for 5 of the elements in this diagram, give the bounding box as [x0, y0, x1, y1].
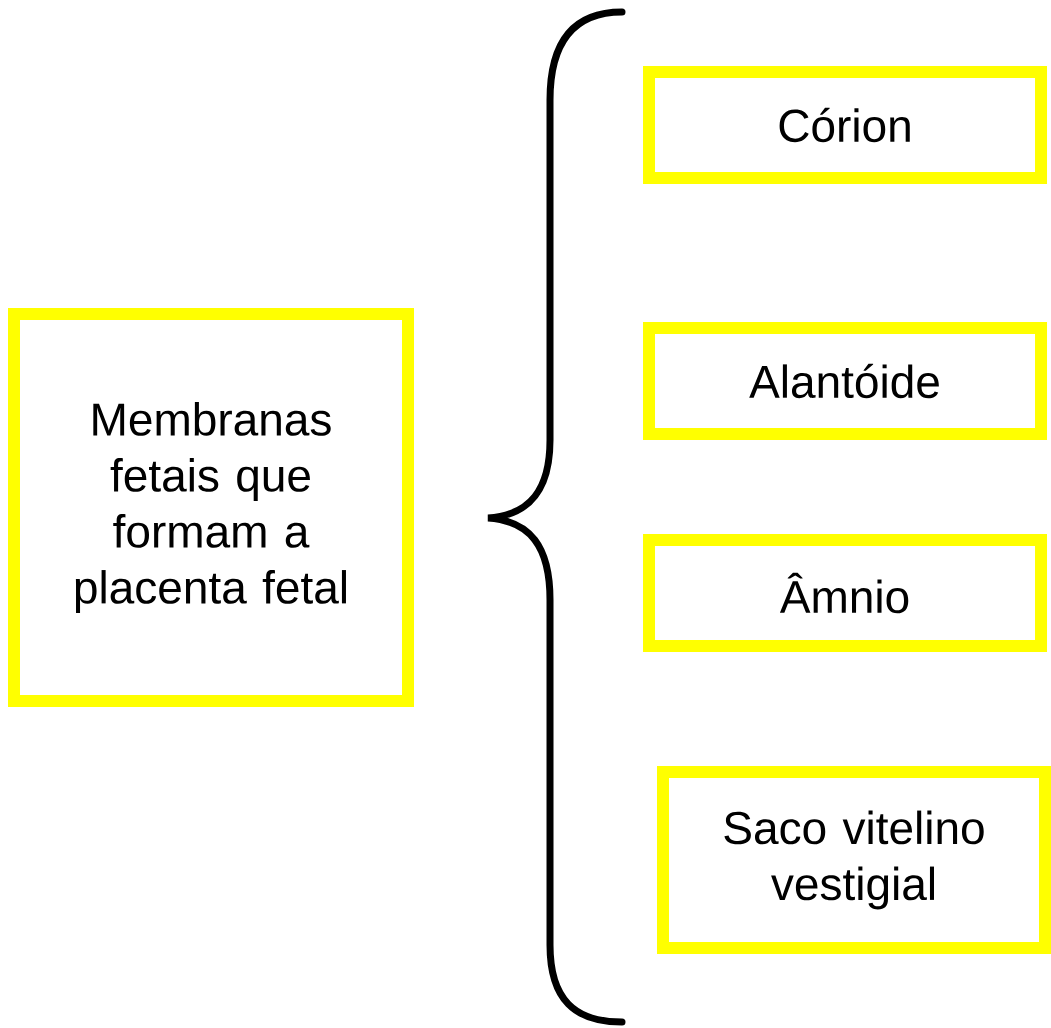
label-box: Âmnio: [643, 534, 1047, 652]
label-box: Membranas fetais que formam a placenta fetal: [8, 308, 414, 707]
label-box: Alantóide: [643, 322, 1047, 440]
label-box: Saco vitelino vestigial: [657, 766, 1051, 954]
label-box: Córion: [643, 66, 1047, 184]
